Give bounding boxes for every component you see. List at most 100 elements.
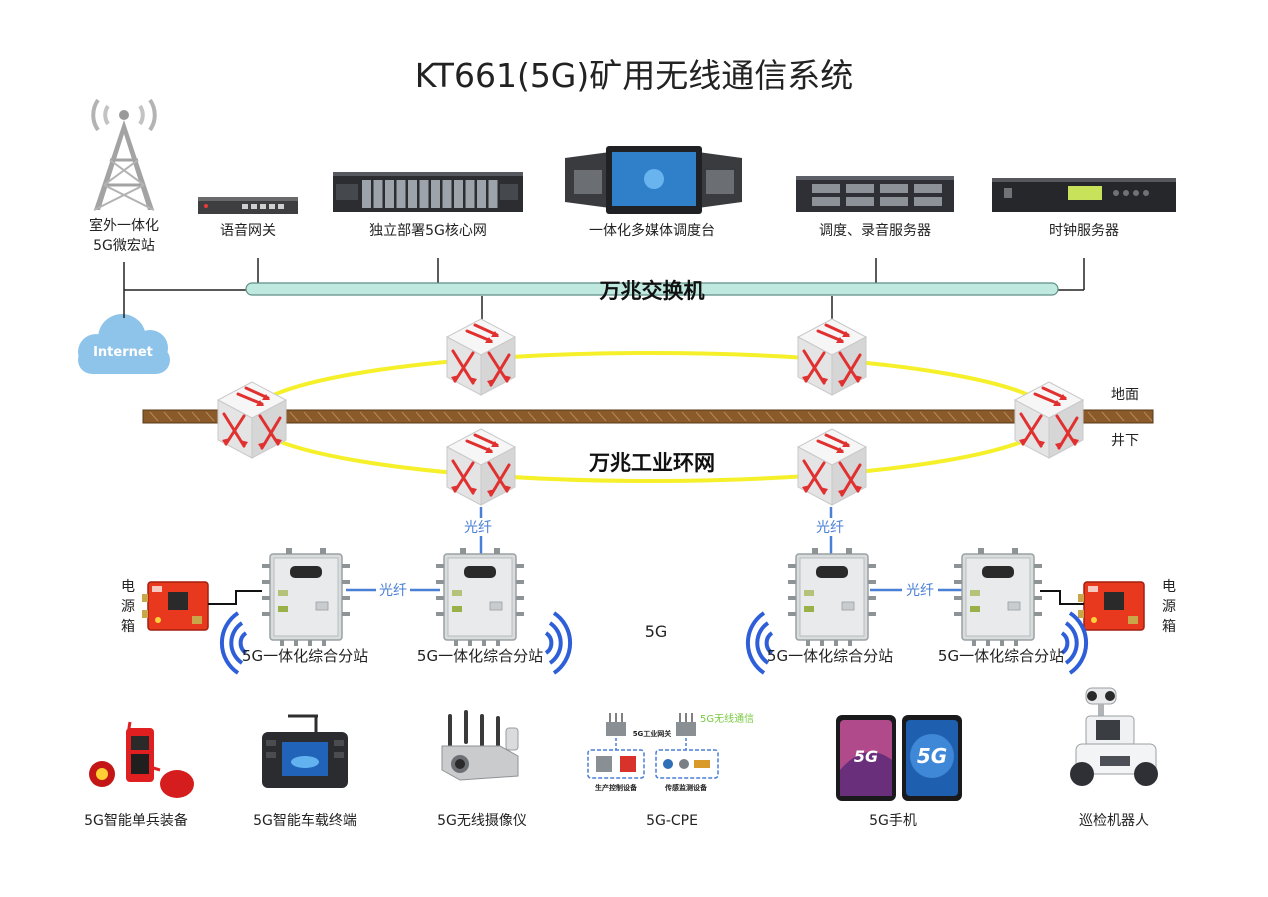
underground-label: 井下 [1111, 433, 1139, 449]
terminal-phone-label: 5G手机 [869, 813, 917, 829]
enclosure-icon [787, 547, 877, 647]
switch-cube-icon [796, 317, 868, 397]
inspection-robot-device [1070, 687, 1158, 786]
drive-bay-slot [385, 180, 394, 208]
wifi-arcs-icon [544, 611, 573, 675]
cpe-diagram: 5G工业网关 5G无线通信 生产控制设备 传感监测设备 [587, 712, 754, 792]
ground-texture-stroke [205, 411, 215, 422]
enclosure-icon [953, 547, 1043, 647]
ground-texture-stroke [611, 411, 621, 422]
substation-label-2: 5G一体化综合分站 [417, 647, 543, 665]
drive-bay-slot [477, 180, 486, 208]
ground-label: 地面 [1111, 387, 1139, 403]
ring-label: 万兆工业环网 [588, 451, 715, 475]
ground-texture-stroke [541, 411, 551, 422]
ground-texture-stroke [527, 411, 537, 422]
wireless-5g-label: 5G [645, 622, 668, 641]
ground-texture-stroke [863, 411, 873, 422]
power-box-label-r3: 箱 [1162, 619, 1176, 635]
ground-texture-stroke [1143, 411, 1153, 422]
ground-texture-stroke [905, 411, 915, 422]
phone-device: 5G 5G [836, 715, 962, 801]
cpe-right-group-label: 传感监测设备 [664, 783, 708, 792]
core-network-label: 独立部署5G核心网 [369, 223, 487, 239]
switch-cube-icon [796, 427, 868, 507]
cloud-icon: Internet [78, 314, 170, 374]
substation-label-3: 5G一体化综合分站 [767, 647, 893, 665]
dispatch-console-device [565, 146, 742, 214]
ground-texture-stroke [289, 411, 299, 422]
wireless-camera-device [441, 710, 519, 781]
recording-server-device [796, 176, 954, 212]
ground-texture-stroke [597, 411, 607, 422]
cpe-wireless-label: 5G无线通信 [700, 712, 754, 725]
drive-bay-slot [442, 180, 452, 208]
drive-bay-slot [465, 180, 475, 208]
ground-texture-stroke [849, 411, 859, 422]
power-box-label-l1: 电 [121, 579, 135, 595]
fiber-label-left: 光纤 [464, 520, 492, 536]
ground-texture-stroke [177, 411, 187, 422]
ground-texture-stroke [821, 411, 831, 422]
switch-label: 万兆交换机 [599, 279, 705, 303]
wifi-arcs-icon [1060, 611, 1089, 675]
vehicle-terminal-device [262, 714, 348, 788]
ground-texture-stroke [681, 411, 691, 422]
power-box-icon [141, 581, 209, 631]
drive-bay-slot [431, 180, 440, 208]
phone-badge-2: 5G [917, 744, 947, 768]
switch-wiring [123, 258, 1085, 322]
power-box-icon [1077, 581, 1145, 631]
ground-texture-stroke [569, 411, 579, 422]
ground-texture-stroke [947, 411, 957, 422]
ground-texture-stroke [149, 411, 159, 422]
ground-texture-stroke [877, 411, 887, 422]
cpe-left-group-label: 生产控制设备 [595, 783, 638, 792]
drive-bay-slot [408, 180, 417, 208]
terminal-robot-label: 巡检机器人 [1079, 813, 1149, 829]
substation-label-4: 5G一体化综合分站 [938, 647, 1064, 665]
ground-texture-stroke [583, 411, 593, 422]
terminal-soldier-label: 5G智能单兵装备 [84, 812, 188, 829]
core-network-server [333, 172, 523, 212]
ground-texture-stroke [975, 411, 985, 422]
ground-texture-stroke [359, 411, 369, 422]
dispatch-console-label: 一体化多媒体调度台 [589, 222, 715, 239]
switch-cube-icon [445, 317, 517, 397]
enclosure-icon [435, 547, 525, 647]
ground-texture-stroke [1003, 411, 1013, 422]
recording-server-label: 调度、录音服务器 [819, 222, 931, 239]
switch-cube-icon [445, 427, 517, 507]
drive-bay-slot [454, 180, 463, 208]
ground-texture-stroke [807, 411, 817, 422]
phone-badge-1: 5G [854, 747, 878, 766]
ground-texture-stroke [401, 411, 411, 422]
macro-station-label-1: 室外一体化 [89, 217, 159, 234]
ground-texture-stroke [919, 411, 929, 422]
ground-texture-stroke [667, 411, 677, 422]
ground-texture-stroke [485, 411, 495, 422]
ground-texture-stroke [639, 411, 649, 422]
fiber-label-right: 光纤 [816, 520, 844, 536]
ground-texture-stroke [891, 411, 901, 422]
ground-texture-stroke [653, 411, 663, 422]
fiber-label-mid-left: 光纤 [379, 583, 407, 599]
ground-texture-stroke [1087, 411, 1097, 422]
terminal-vehicle-label: 5G智能车载终端 [253, 812, 357, 829]
ground-texture-stroke [415, 411, 425, 422]
ground-texture-stroke [499, 411, 509, 422]
ground-texture-stroke [471, 411, 481, 422]
clock-server-label: 时钟服务器 [1049, 222, 1119, 239]
cpe-gateway-label: 5G工业网关 [633, 729, 672, 738]
ground-texture-stroke [779, 411, 789, 422]
ground-texture-stroke [1101, 411, 1111, 422]
drive-bay-slot [373, 180, 383, 208]
drive-bay-slot [488, 180, 498, 208]
drive-bay-slot [396, 180, 406, 208]
ground-texture-stroke [695, 411, 705, 422]
ground-texture-stroke [443, 411, 453, 422]
internet-label: Internet [93, 345, 153, 360]
ground-texture-stroke [345, 411, 355, 422]
substation-label-1: 5G一体化综合分站 [242, 647, 368, 665]
